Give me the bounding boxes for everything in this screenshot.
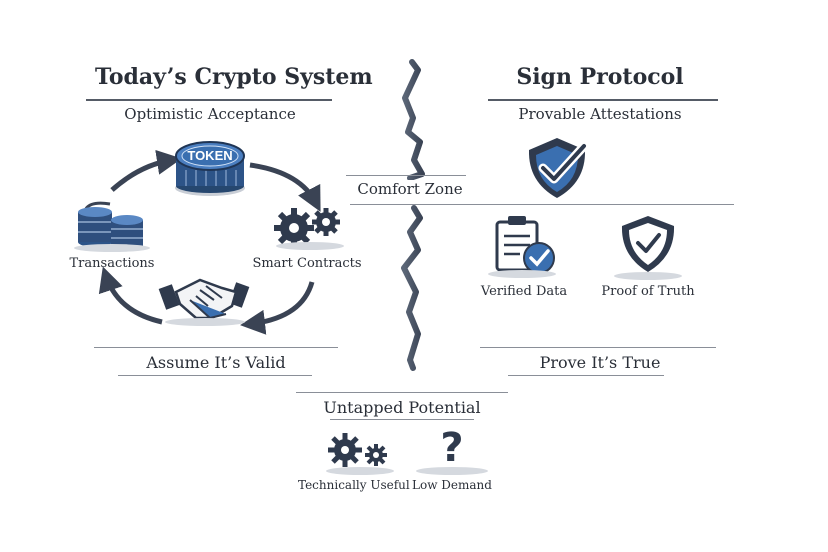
proof-of-truth-label: Proof of Truth (601, 284, 695, 299)
arrow-contracts-to-handshake (240, 281, 315, 335)
technically-useful-label: Technically Useful (298, 478, 410, 492)
smart-contracts-label: Smart Contracts (252, 256, 362, 271)
right-title-rule (488, 99, 718, 101)
right-footer: Prove It’s True (539, 353, 661, 372)
left-title: Today’s Crypto System (95, 64, 373, 90)
handshake-icon (158, 278, 250, 326)
arrow-transactions-to-token (110, 149, 182, 192)
proof-shield-icon (614, 216, 682, 280)
right-subtitle: Provable Attestations (518, 105, 682, 123)
right-footer-rule-top (480, 347, 716, 348)
right-footer-rule-bottom (508, 375, 664, 376)
bottom-title-rule-bottom (330, 419, 474, 420)
left-title-rule (86, 99, 332, 101)
comfort-zone-label: Comfort Zone (351, 180, 469, 198)
bottom-gears-icon (326, 433, 394, 475)
token-label: TOKEN (187, 148, 233, 163)
low-demand-label: Low Demand (412, 478, 492, 492)
crack-divider (401, 59, 425, 371)
transactions-label: Transactions (69, 256, 155, 271)
left-footer-rule-bottom (118, 375, 312, 376)
comfort-zone-rule-top (346, 175, 466, 176)
shield-check-icon (528, 138, 589, 198)
left-footer: Assume It’s Valid (146, 353, 286, 372)
gears-icon (274, 208, 344, 250)
verified-data-label: Verified Data (480, 284, 568, 299)
bottom-title-rule-top (296, 392, 508, 393)
bottom-title: Untapped Potential (323, 398, 481, 417)
arrow-token-to-contracts (249, 162, 321, 212)
arrow-handshake-to-transactions (98, 266, 163, 325)
right-title: Sign Protocol (516, 64, 684, 90)
clipboard-check-icon (488, 216, 556, 278)
token-icon (175, 141, 245, 196)
question-mark-icon (416, 467, 488, 475)
comfort-zone-rule-bottom (350, 204, 734, 205)
question-glyph: ? (440, 425, 464, 471)
left-footer-rule-top (94, 347, 338, 348)
left-subtitle: Optimistic Acceptance (124, 105, 296, 123)
database-icon (74, 201, 150, 252)
